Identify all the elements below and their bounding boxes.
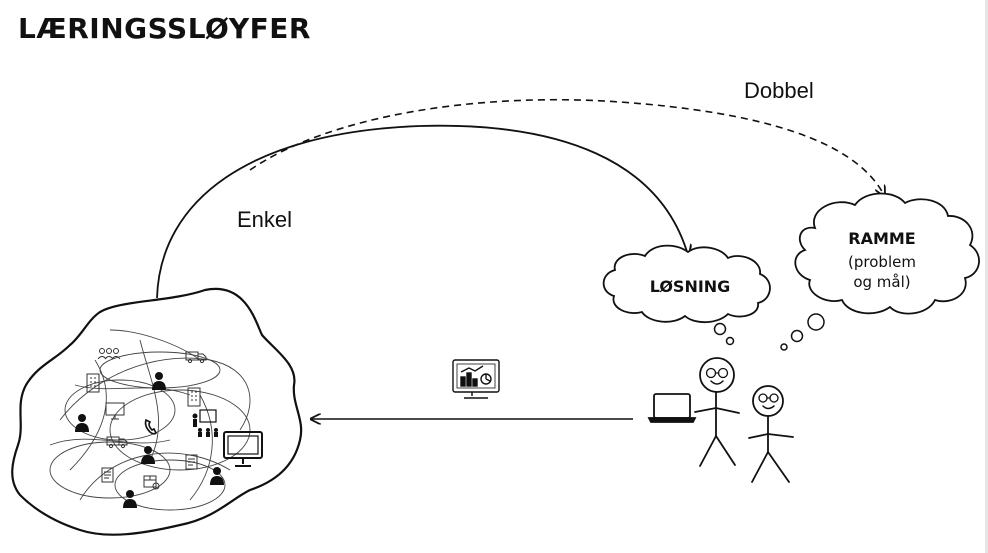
network-lines [49,329,251,511]
truck-icon [106,436,128,449]
page-title: LÆRINGSSLØYFER [18,12,311,45]
person-icon [152,372,166,390]
laptop-icon [647,393,697,423]
phone-icon [144,418,157,435]
double-loop-label: Dobbel [744,78,814,103]
system-blob [11,287,303,536]
double-loop-arrow [249,98,884,195]
truck-icon [185,351,207,364]
building-icon [86,373,100,393]
document-icon [185,454,198,470]
single-loop-arrow [156,124,688,299]
person-icon [75,414,89,432]
scroll-edge [985,0,988,553]
document-icon [101,467,114,483]
analytics-monitor-icon [452,359,500,399]
group-icon [97,348,121,360]
person-icon [210,467,224,485]
presentation-icon [192,409,218,437]
monitor-icon [105,402,125,420]
single-loop-label: Enkel [237,207,293,232]
person-icon [141,446,155,464]
building-icon [187,387,201,407]
frame-cloud [794,192,980,315]
frame-label: RAMME [848,229,916,248]
stick-figure-icon [748,385,794,483]
stick-figure-icon [694,357,740,467]
solution-cloud [602,244,771,324]
solution-label: LØSNING [649,277,731,296]
monitor-icon [223,431,263,467]
box-icon [143,475,160,490]
person-icon [123,490,137,508]
frame-subtitle-line2: og mål) [853,273,911,291]
frame-subtitle-line1: (problem [848,253,916,271]
